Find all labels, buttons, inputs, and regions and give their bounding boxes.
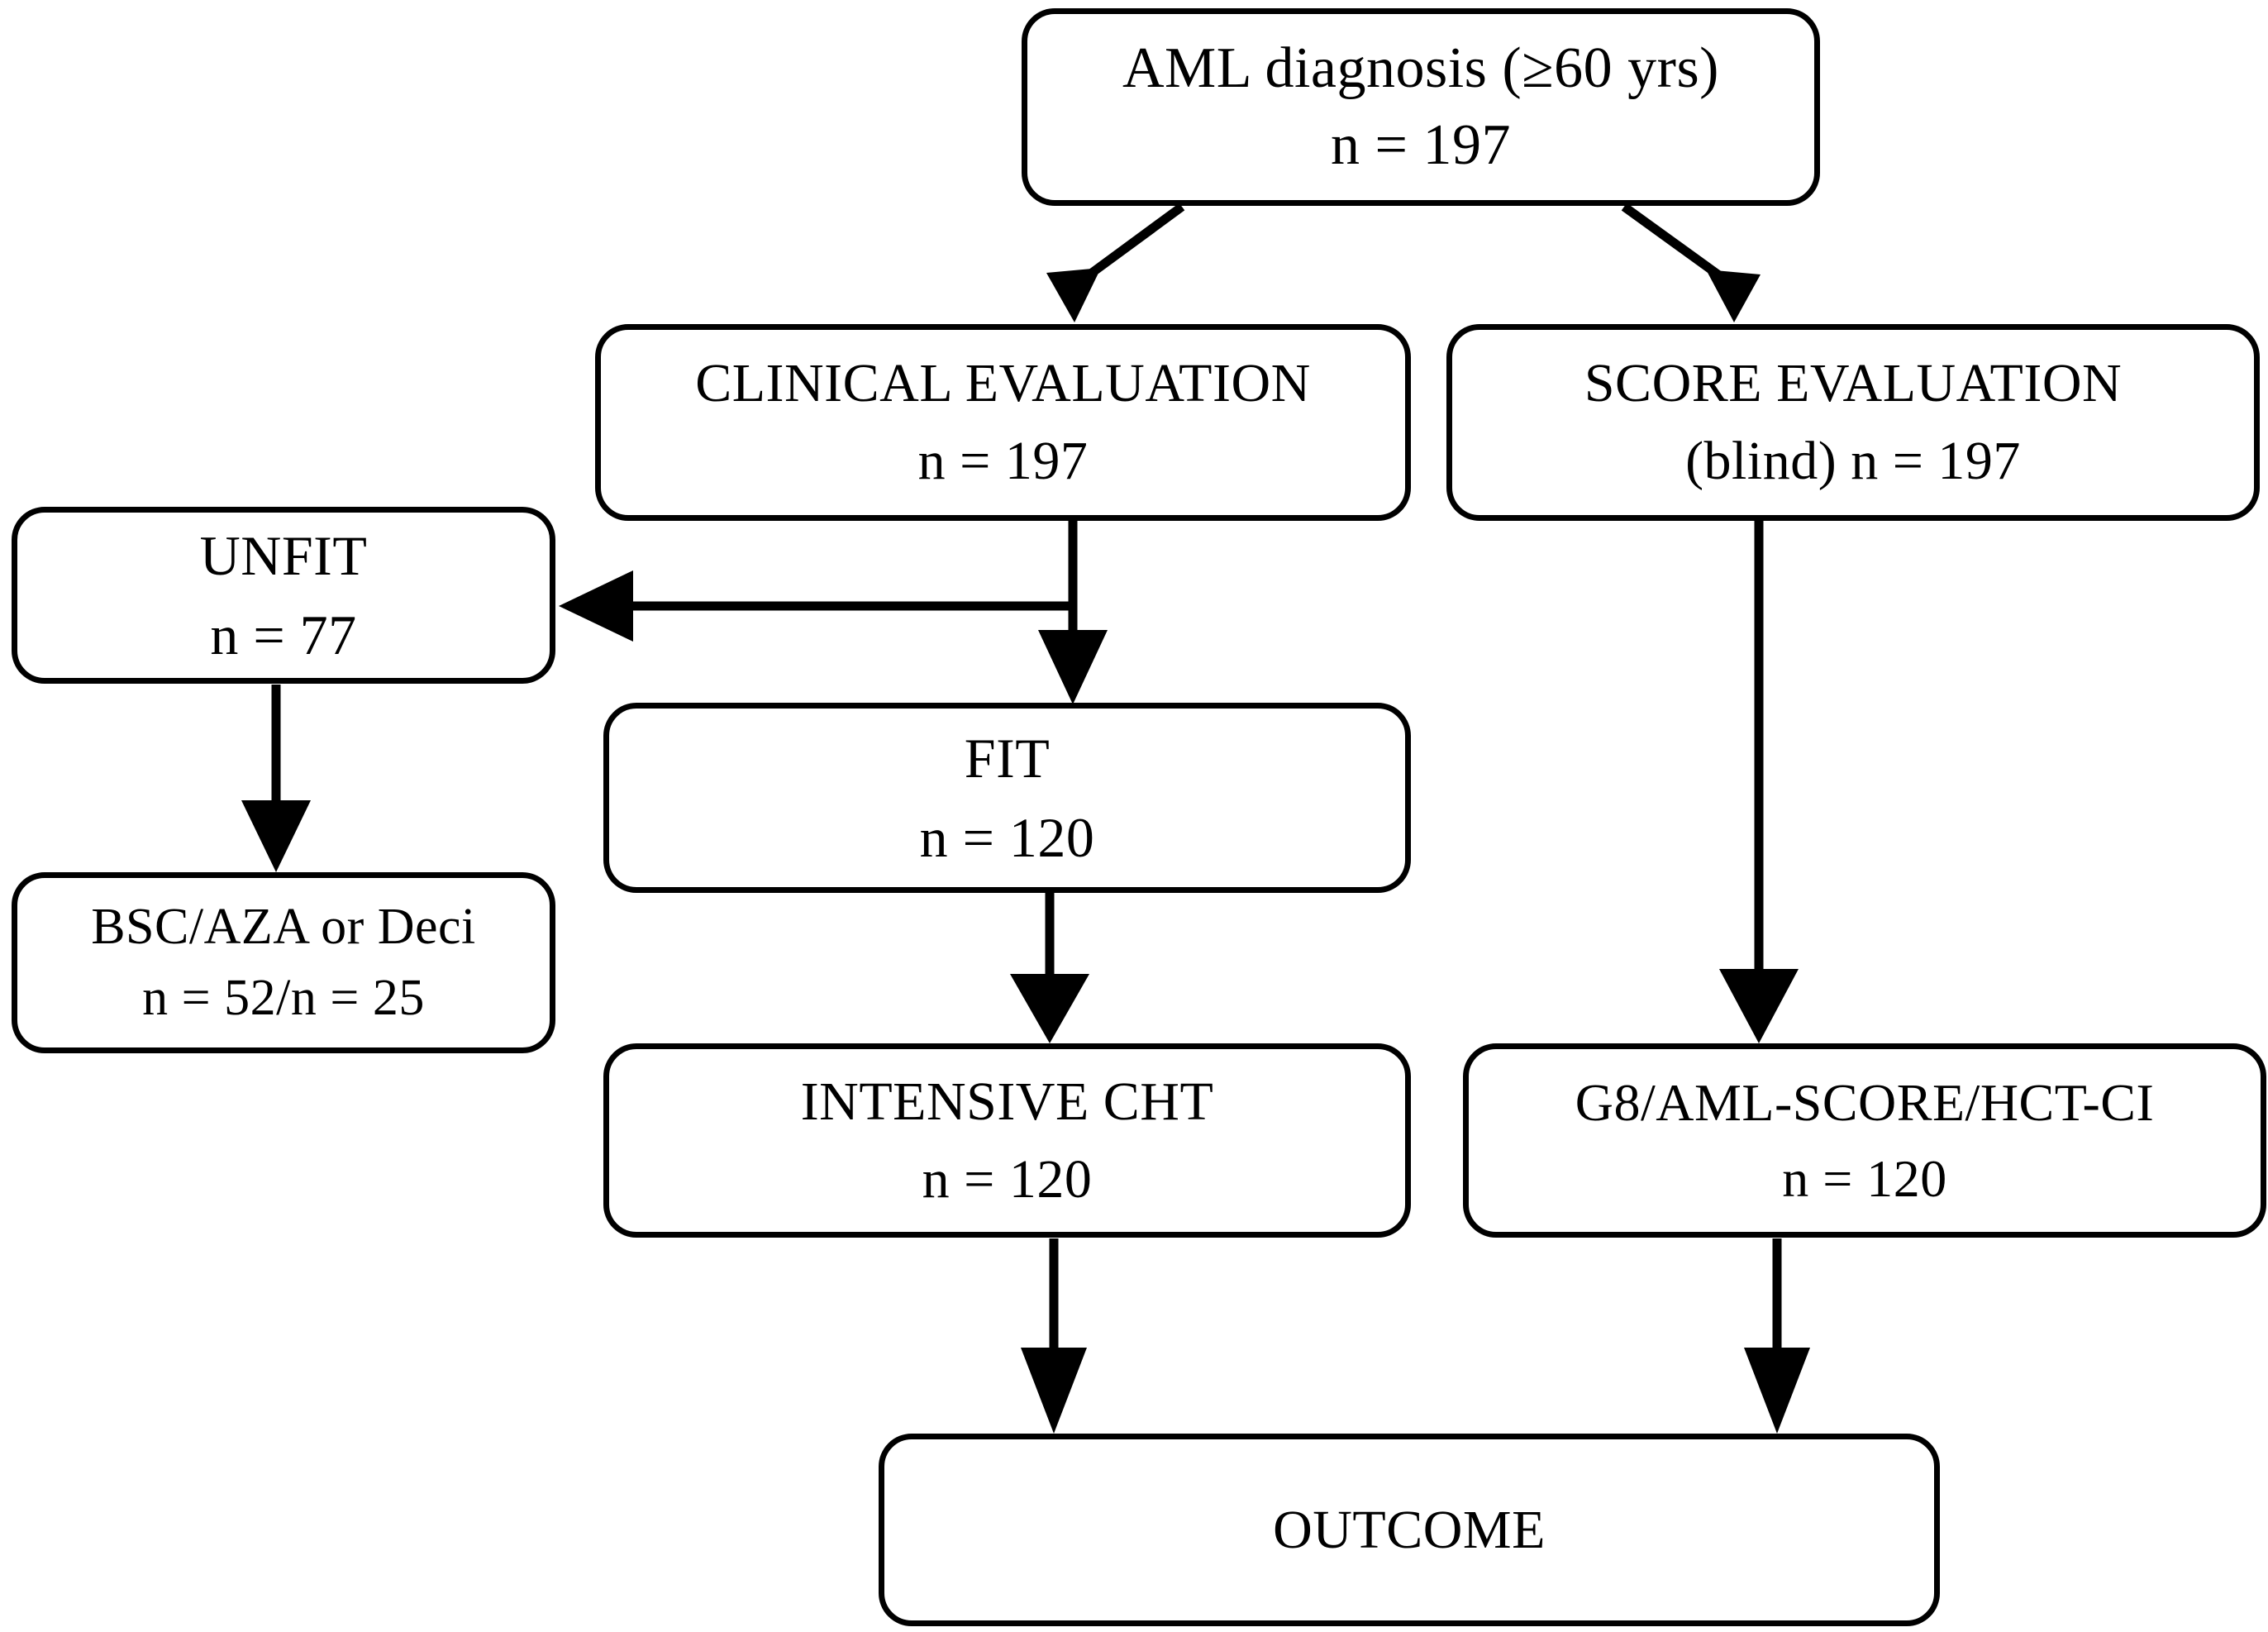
node-intensive-cht-count: n = 120 (922, 1148, 1093, 1210)
edge-clinical-to-fit (1038, 606, 1108, 704)
edge-fit-to-intensive (1010, 893, 1089, 1043)
node-g8-amlscore-hctci[interactable]: G8/AML-SCORE/HCT-CI n = 120 (1463, 1043, 2266, 1238)
node-score-evaluation[interactable]: SCORE EVALUATION (blind) n = 197 (1446, 324, 2260, 521)
node-unfit-label: UNFIT (199, 523, 368, 587)
node-fit-label: FIT (964, 726, 1051, 790)
node-fit[interactable]: FIT n = 120 (603, 703, 1411, 893)
edge-score-to-g8 (1719, 521, 1799, 1043)
node-fit-count: n = 120 (919, 806, 1095, 869)
node-intensive-cht-label: INTENSIVE CHT (800, 1071, 1214, 1132)
node-bsc-aza-deci-label: BSC/AZA or Deci (91, 899, 476, 956)
edge-aml-to-score (1621, 203, 1761, 322)
node-bsc-aza-deci-count: n = 52/n = 25 (142, 969, 425, 1026)
edge-g8-to-outcome (1744, 1238, 1810, 1434)
edge-unfit-to-bsc (241, 685, 311, 872)
node-aml-diagnosis-label: AML diagnosis (≥60 yrs) (1122, 36, 1719, 100)
node-g8-amlscore-hctci-count: n = 120 (1782, 1148, 1947, 1208)
node-unfit[interactable]: UNFIT n = 77 (12, 507, 555, 684)
node-g8-amlscore-hctci-label: G8/AML-SCORE/HCT-CI (1575, 1072, 2155, 1132)
edge-intensive-to-outcome (1021, 1238, 1087, 1434)
node-clinical-evaluation[interactable]: CLINICAL EVALUATION n = 197 (595, 324, 1411, 521)
node-clinical-evaluation-label: CLINICAL EVALUATION (695, 353, 1311, 414)
node-unfit-count: n = 77 (210, 604, 357, 666)
node-clinical-evaluation-count: n = 197 (917, 431, 1089, 491)
edge-aml-to-clinical (1046, 203, 1185, 322)
node-bsc-aza-deci[interactable]: BSC/AZA or Deci n = 52/n = 25 (12, 872, 555, 1053)
node-aml-diagnosis-count: n = 197 (1331, 112, 1511, 177)
node-outcome-label: OUTCOME (1273, 1499, 1546, 1560)
edge-clinical-to-unfit (559, 521, 1078, 642)
node-outcome[interactable]: OUTCOME (879, 1434, 1940, 1626)
node-score-evaluation-label: SCORE EVALUATION (1584, 353, 2123, 414)
node-intensive-cht[interactable]: INTENSIVE CHT n = 120 (603, 1043, 1411, 1238)
node-score-evaluation-count: (blind) n = 197 (1685, 431, 2021, 491)
node-aml-diagnosis[interactable]: AML diagnosis (≥60 yrs) n = 197 (1022, 8, 1820, 206)
